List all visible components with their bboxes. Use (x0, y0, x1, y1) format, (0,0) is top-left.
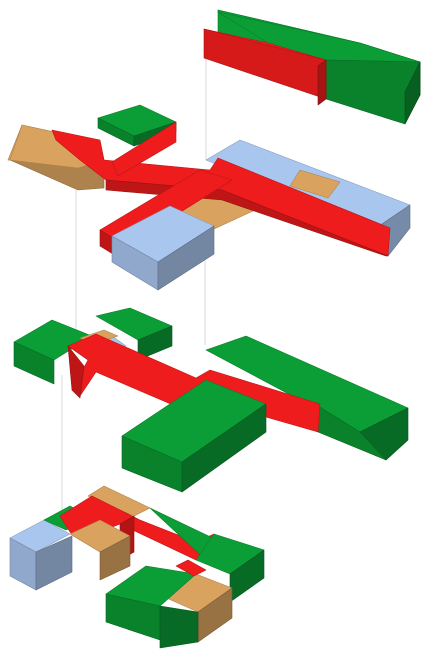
upper-level (8, 105, 410, 290)
top-level (204, 10, 420, 124)
bottom-level (10, 486, 264, 648)
top-red-side (318, 60, 326, 105)
middle-level (14, 308, 408, 492)
bottom-green-front-side (160, 606, 198, 648)
